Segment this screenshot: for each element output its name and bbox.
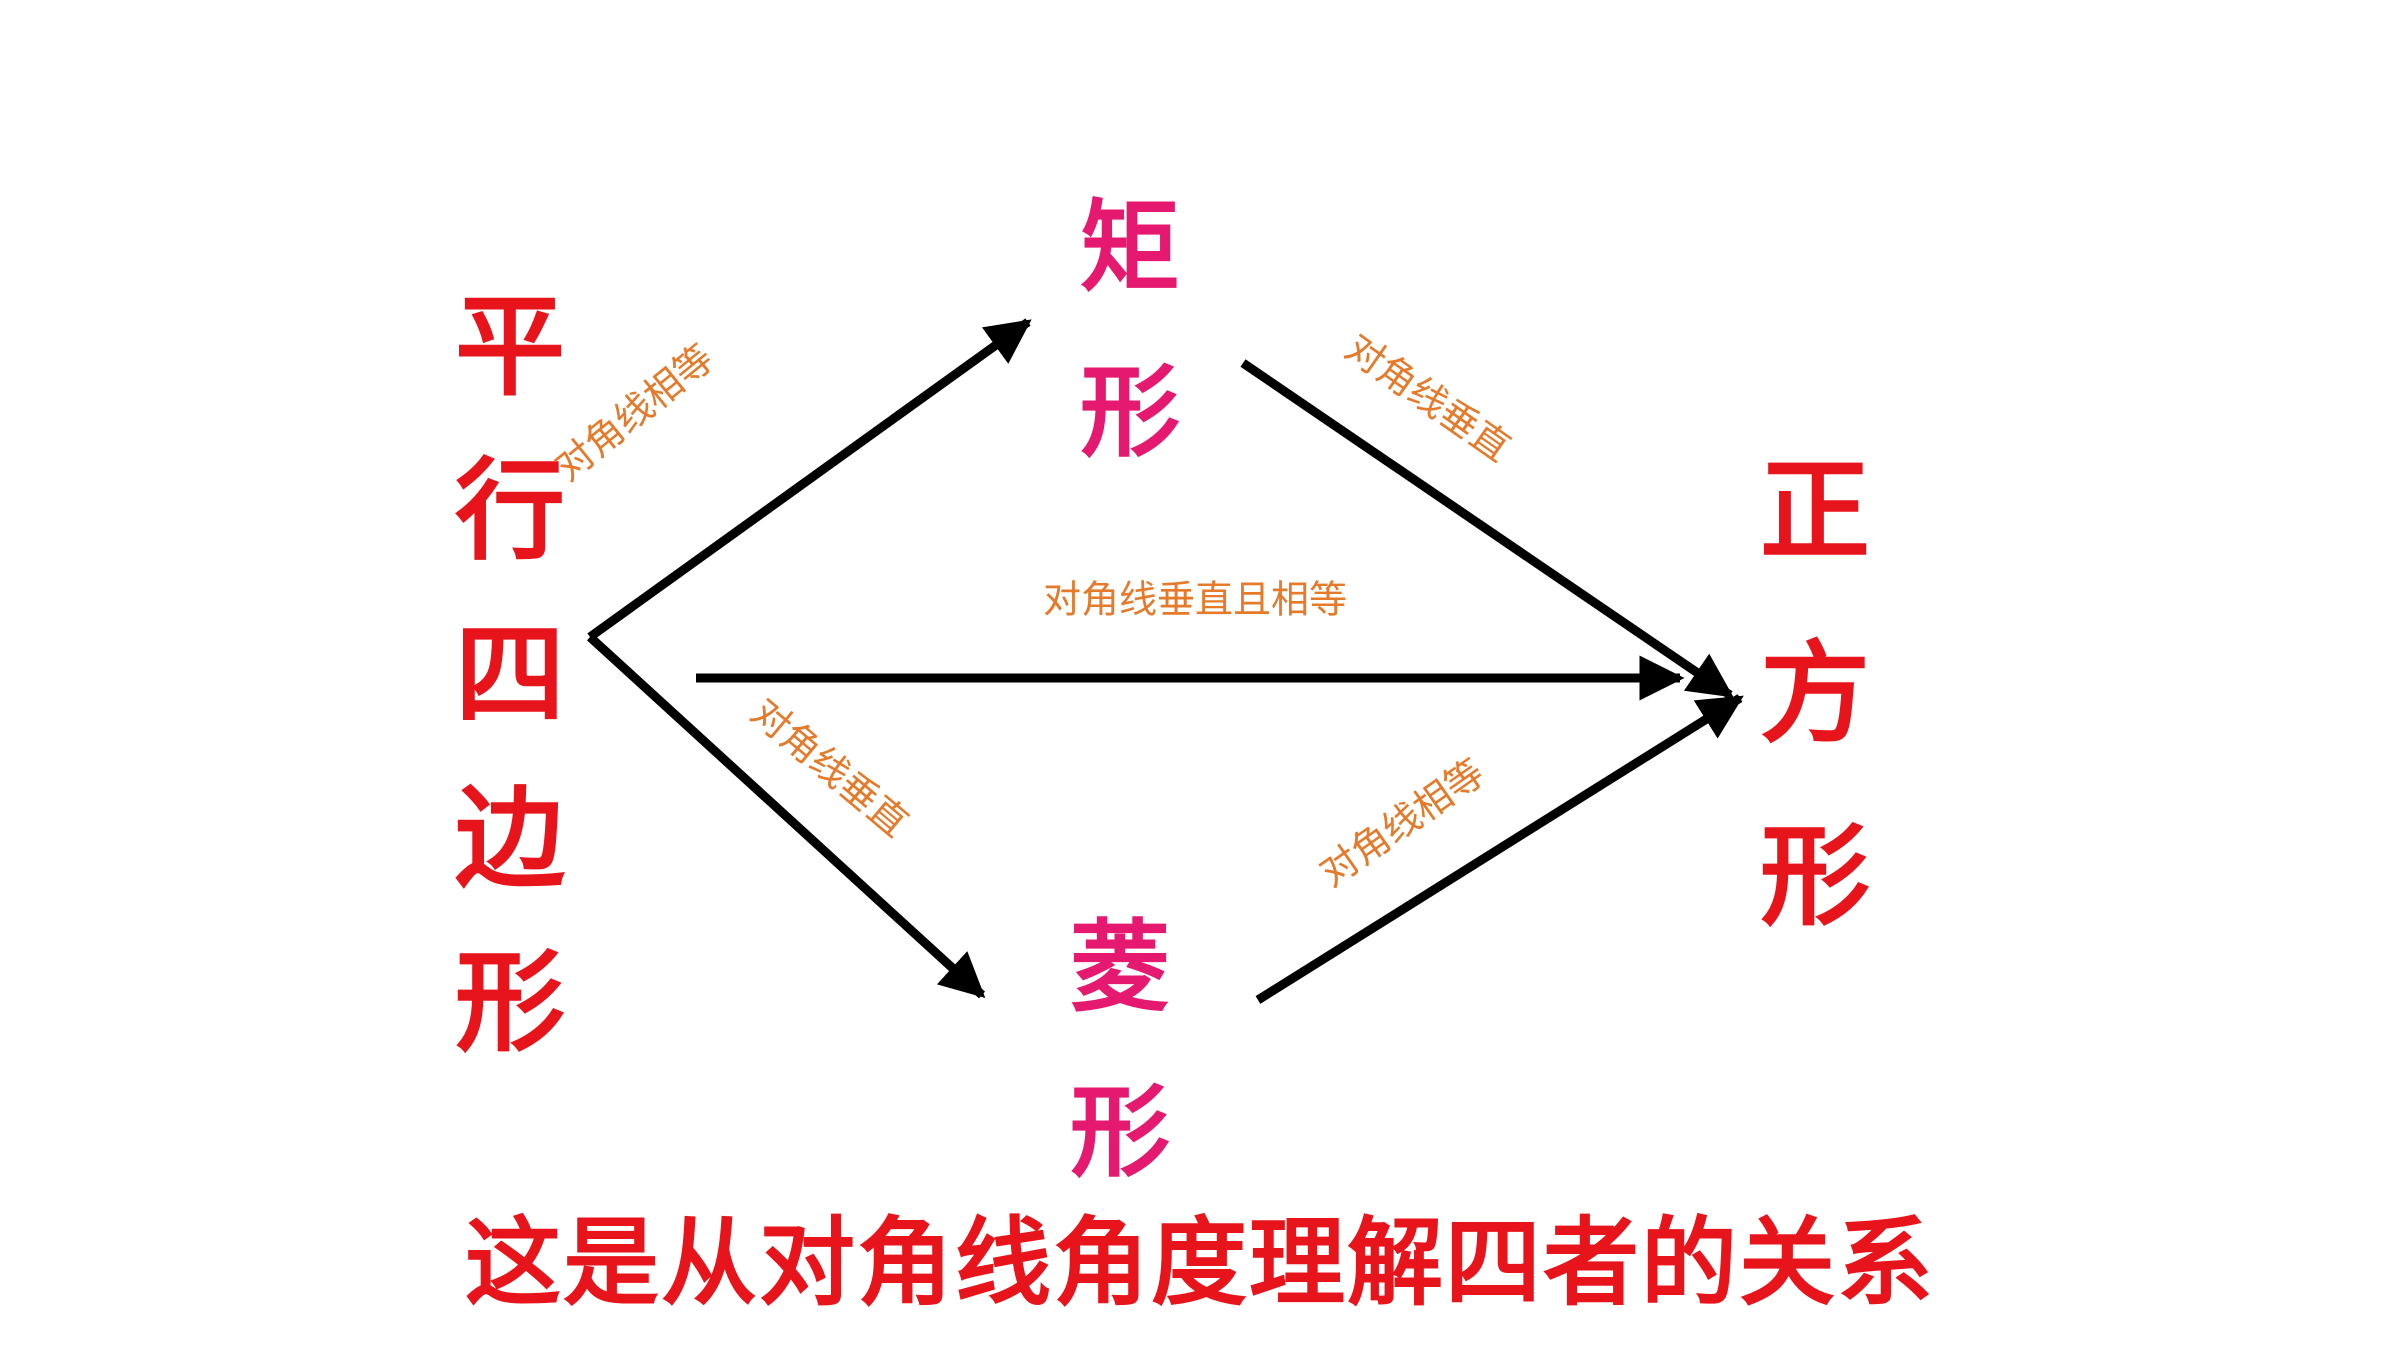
- arrow-parallelogram-to-rhombus: [586, 633, 986, 999]
- node-rhombus: 菱 形: [1050, 885, 1190, 1215]
- edge-label-parallelogram-square: 对角线垂直且相等: [1042, 577, 1348, 622]
- node-rhombus-char: 形: [1070, 1074, 1170, 1191]
- node-parallelogram-char: 形: [455, 939, 565, 1067]
- node-square-char: 形: [1760, 813, 1870, 941]
- caption: 这是从对角线角度理解四者的关系: [465, 1207, 1935, 1319]
- node-square: 正 方 形: [1745, 420, 1885, 969]
- node-parallelogram-char: 行: [455, 447, 565, 575]
- node-square-char: 正: [1760, 447, 1870, 575]
- node-parallelogram-char: 四: [455, 611, 565, 739]
- node-parallelogram-char: 平: [455, 283, 565, 411]
- node-rectangle: 矩 形: [1060, 165, 1200, 495]
- node-rectangle-char: 形: [1080, 354, 1180, 471]
- node-square-char: 方: [1760, 630, 1870, 758]
- node-rectangle-char: 矩: [1080, 189, 1180, 306]
- node-parallelogram: 平 行 四 边 形: [440, 265, 580, 1085]
- arrow-rhombus-to-square: [1255, 694, 1744, 1004]
- arrow-parallelogram-to-rectangle: [587, 318, 1032, 641]
- node-rhombus-char: 菱: [1070, 909, 1170, 1026]
- node-parallelogram-char: 边: [455, 775, 565, 903]
- arrow-rectangle-to-square: [1240, 359, 1734, 699]
